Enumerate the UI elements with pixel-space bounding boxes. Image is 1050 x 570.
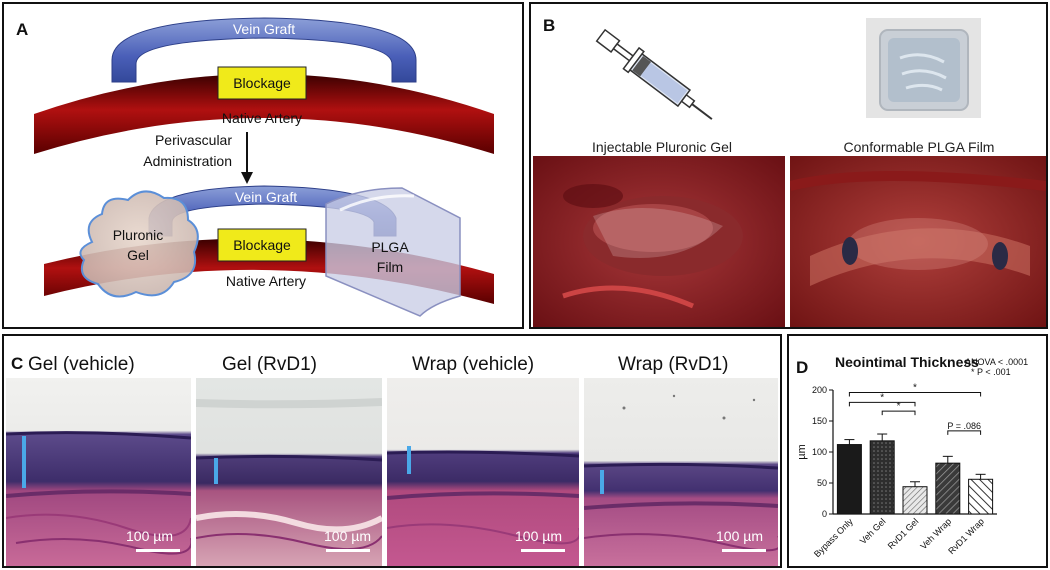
y-tick-label: 50 [817, 478, 827, 488]
micro-title-2: Gel (RvD1) [222, 354, 318, 375]
blockage-bottom-label: Blockage [233, 237, 291, 253]
anova-label: ANOVA < .0001 [965, 357, 1029, 367]
plga-label-1: PLGA [371, 239, 409, 255]
x-tick-label: RvD1 Gel [886, 516, 921, 551]
scale-bar-4 [722, 549, 766, 552]
panel-b: B Injectable Pluronic Gel Conformable PL… [529, 2, 1048, 329]
neointima-marker [600, 470, 604, 494]
vein-graft-top-label: Vein Graft [233, 21, 295, 37]
blockage-top-label: Blockage [233, 75, 291, 91]
perivascular-label-1: Perivascular [155, 132, 232, 148]
y-tick-label: 200 [812, 385, 827, 395]
plga-film-sheet [325, 187, 461, 317]
native-artery-top [34, 74, 494, 154]
bar [935, 462, 961, 515]
significance-label: P = .086 [947, 421, 981, 431]
plga-film-photo [866, 18, 981, 118]
y-tick-label: 100 [812, 447, 827, 457]
panel-c-label: C [11, 354, 24, 373]
x-tick-label: RvD1 Wrap [946, 516, 986, 556]
micrograph-gel-vehicle: 100 µm [6, 378, 191, 566]
blockage-top-box [217, 66, 307, 100]
film-surgery-photo [790, 156, 1046, 327]
bar [869, 440, 895, 515]
micro-title-4: Wrap (RvD1) [618, 354, 729, 375]
significance-bracket [848, 401, 916, 407]
x-tick-label: Veh Gel [858, 516, 888, 546]
micro-title-3: Wrap (vehicle) [412, 354, 535, 375]
panel-a-label: A [16, 20, 29, 39]
vein-graft-top [111, 17, 417, 83]
scale-bar-label-4: 100 µm [716, 528, 763, 544]
panel-d: D Neointimal Thickness ANOVA < .0001 * P… [787, 334, 1048, 568]
scale-bar-label-2: 100 µm [324, 528, 371, 544]
significance-label: * [880, 392, 884, 403]
pluronic-label-2: Gel [127, 247, 149, 263]
micrograph-gel-rvd1: 100 µm [196, 378, 382, 566]
chart-title: Neointimal Thickness [835, 354, 979, 370]
micro-title-1: Gel (vehicle) [28, 354, 135, 375]
scale-bar-3 [521, 549, 565, 552]
native-artery-bottom-label: Native Artery [226, 273, 306, 289]
blockage-bottom-box [217, 228, 307, 262]
perivascular-label-2: Administration [143, 153, 232, 169]
neointima-marker [22, 436, 26, 488]
neointima-marker [407, 446, 411, 474]
bar [968, 478, 994, 515]
micrograph-wrap-vehicle: 100 µm [387, 378, 579, 566]
schematic-diagram: Vein Graft Blockage Native Artery Periva… [34, 17, 494, 317]
native-artery-top-label: Native Artery [222, 110, 302, 126]
scale-bar-2 [326, 549, 370, 552]
bar [836, 444, 862, 515]
vein-graft-bottom-label: Vein Graft [235, 189, 297, 205]
micrograph-wrap-rvd1: 100 µm [584, 378, 778, 566]
panel-a: A Vein Graft Blockage Native Artery [2, 2, 524, 329]
panel-d-label: D [796, 358, 809, 377]
pluronic-gel-cloud [79, 190, 199, 298]
film-caption: Conformable PLGA Film [843, 139, 995, 155]
bar [902, 486, 928, 515]
panel-b-label: B [543, 16, 556, 35]
x-tick-label: Bypass Only [812, 516, 855, 559]
y-tick-label: 150 [812, 416, 827, 426]
plga-label-2: Film [377, 259, 403, 275]
p-threshold-label: * P < .001 [971, 367, 1011, 377]
gel-caption: Injectable Pluronic Gel [591, 139, 733, 155]
y-axis-label: µm [796, 444, 808, 460]
significance-label: * [897, 401, 901, 412]
neointima-marker [214, 458, 218, 484]
gel-surgery-photo [533, 156, 785, 327]
significance-bracket [881, 410, 916, 416]
scale-bar-label-1: 100 µm [126, 528, 173, 544]
scale-bar-label-3: 100 µm [515, 528, 562, 544]
y-tick-label: 0 [822, 509, 827, 519]
scale-bar-1 [136, 549, 180, 552]
syringe-icon [595, 28, 713, 120]
significance-bracket [848, 391, 982, 397]
significance-label: * [913, 382, 917, 393]
significance-bracket [947, 430, 982, 435]
down-arrow-icon [241, 172, 253, 184]
pluronic-label-1: Pluronic [113, 227, 164, 243]
